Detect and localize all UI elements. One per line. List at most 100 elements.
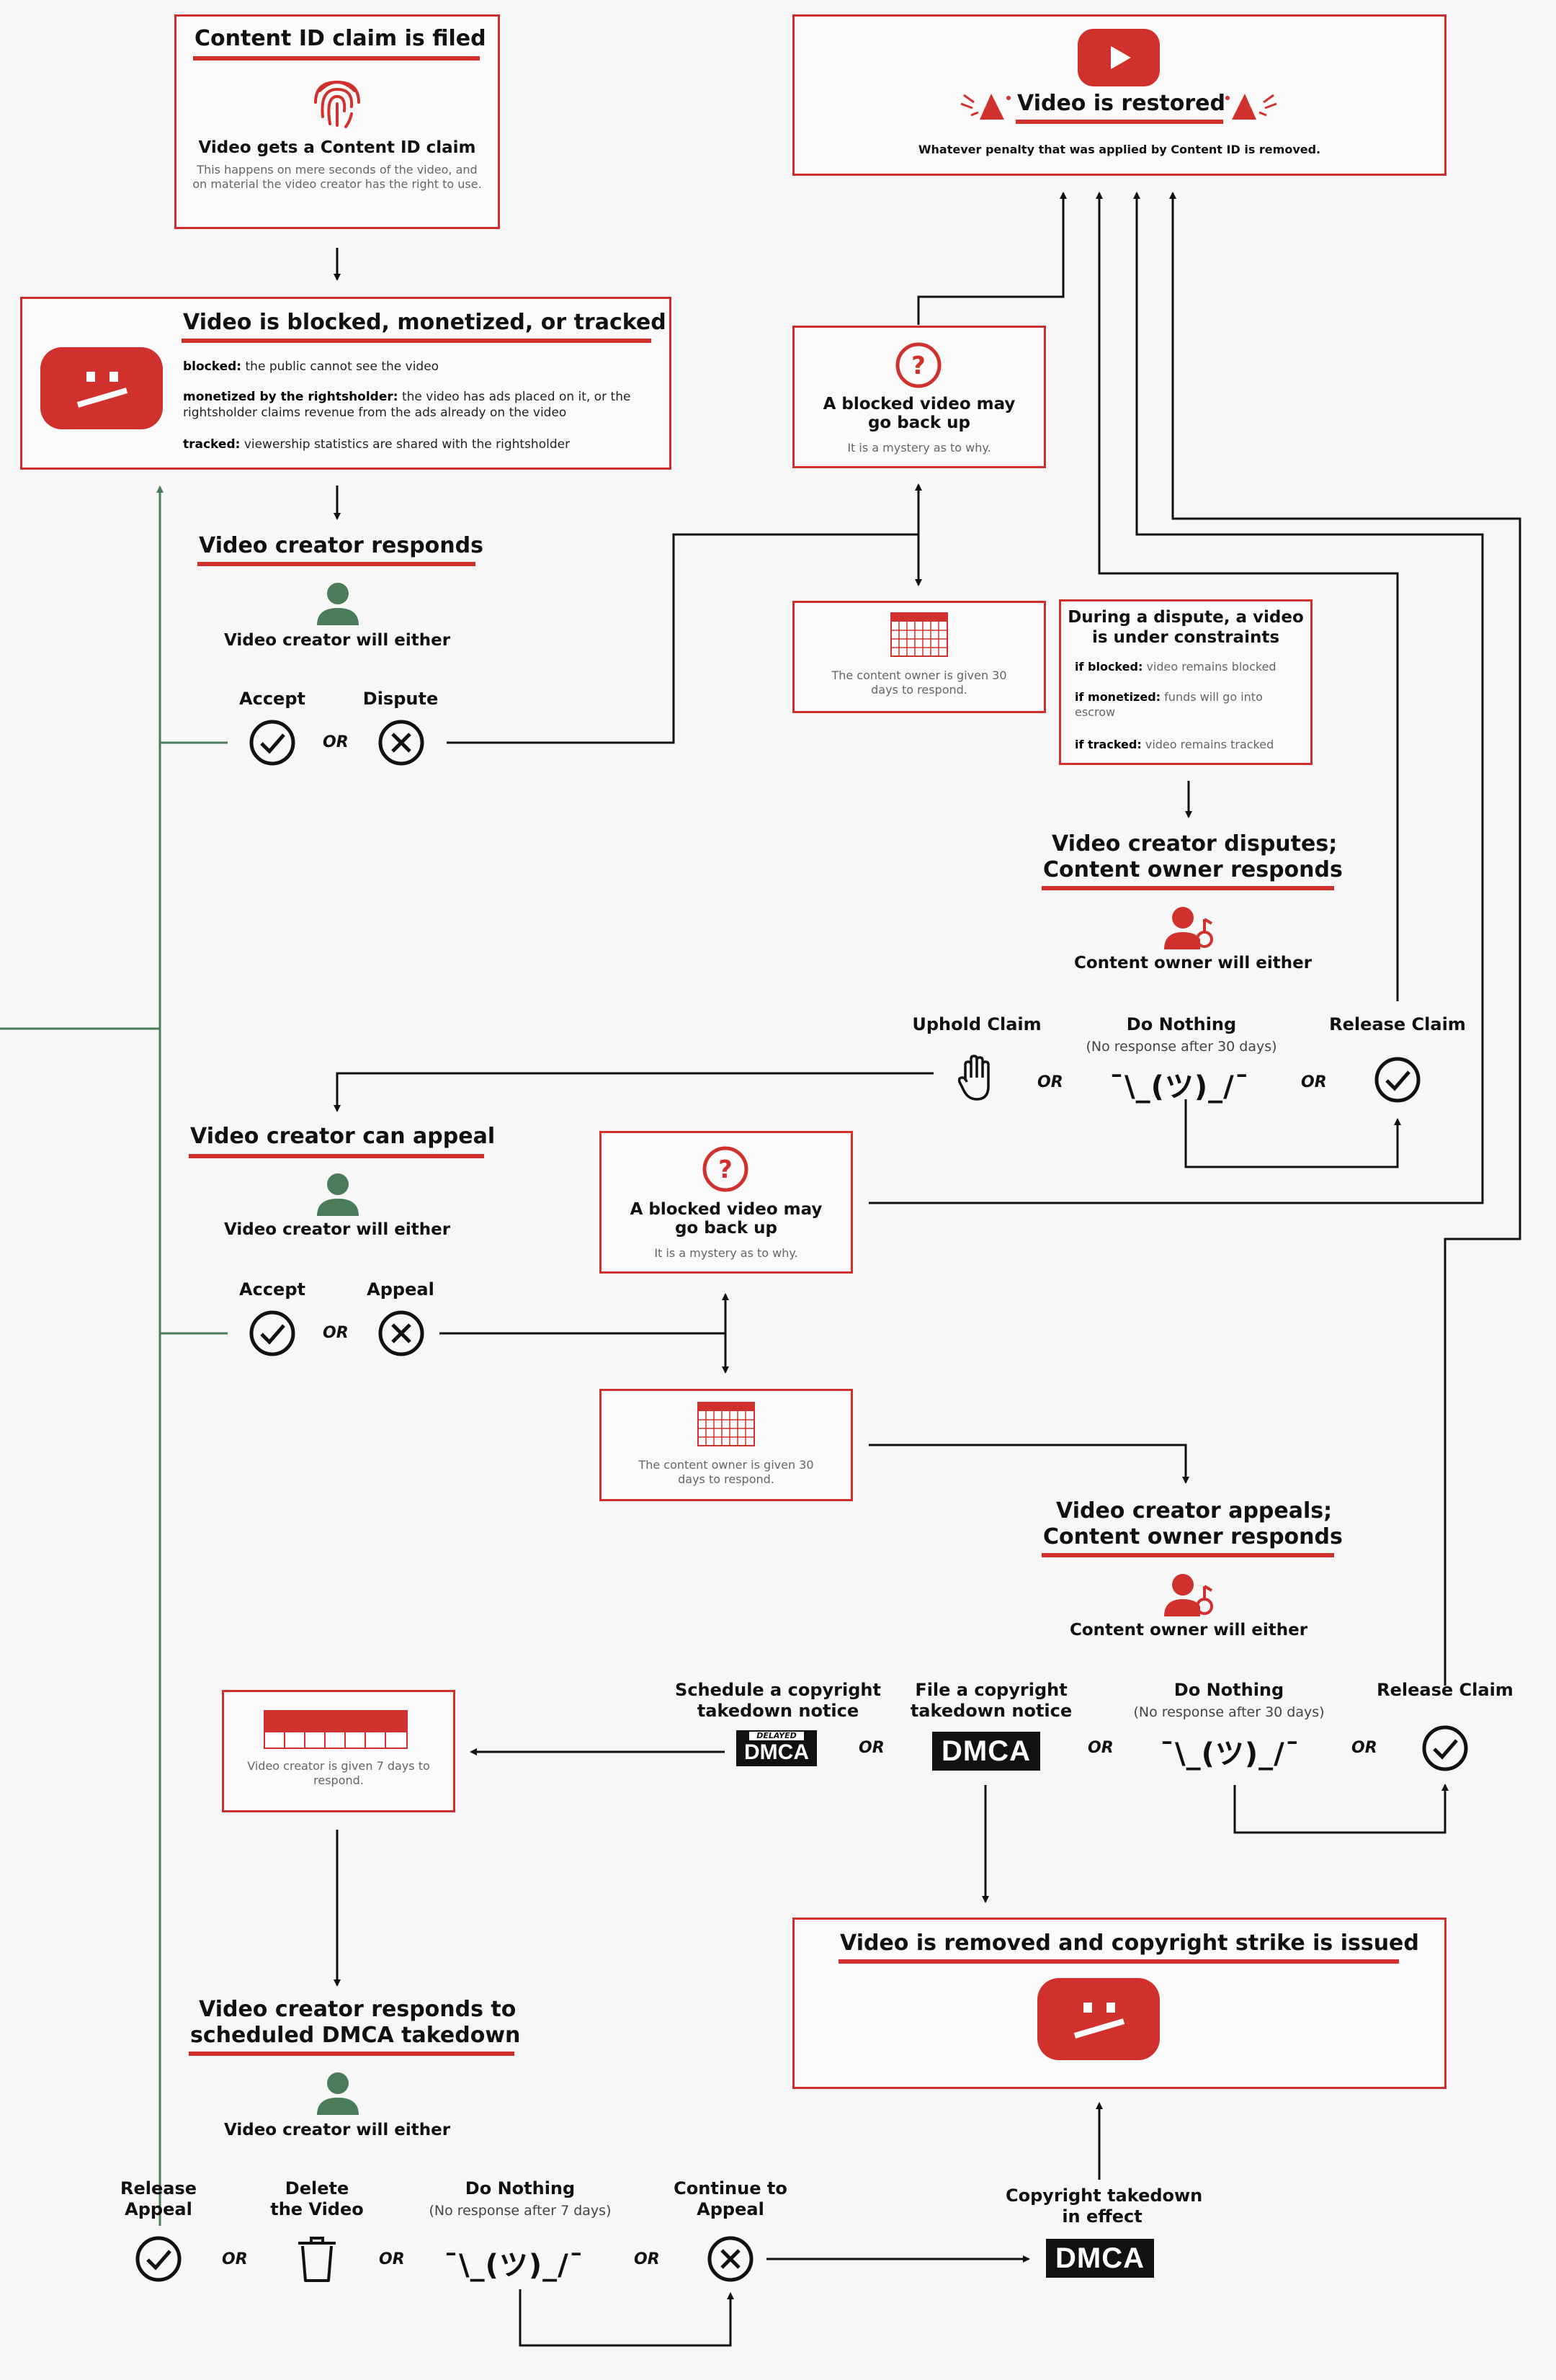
appeals-title-1: Video creator appeals; [1056,1498,1333,1524]
do-nothing-label-3: Do Nothing(No response after 7 days) [429,2178,612,2219]
or-label: OR [323,1324,349,1342]
dmca-takedown-badge: DMCA [1046,2239,1154,2278]
mystery-2-sub: It is a mystery as to why. [654,1246,798,1260]
or-label: OR [379,2250,405,2268]
blocked-title: Video is blocked, monetized, or tracked [183,310,666,335]
calendar-icon [697,1402,755,1446]
accept-label-2: Accept [239,1279,305,1299]
svg-text:?: ? [718,1155,733,1184]
or-label: OR [859,1739,885,1757]
mystery-box-1 [792,326,1046,468]
mystery-1-sub: It is a mystery as to why. [847,441,991,455]
calendar-box-3 [222,1690,455,1812]
shrug-icon[interactable]: ¯\_(ツ)_/¯ [1109,1070,1250,1104]
or-label: OR [1037,1073,1063,1091]
restored-title: Video is restored [1017,91,1225,116]
line-release2-to-restored [1169,192,1521,1686]
line-dispute-out [447,533,918,744]
line-release1-to-restored [1096,192,1399,1001]
claim-filed-heading: Video gets a Content ID claim [198,138,476,157]
claim-filed-body: This happens on mere seconds of the vide… [192,163,482,191]
dispute-x-icon[interactable] [377,719,425,766]
line-nothing2-to-release [1233,1784,1449,1834]
accept-check-icon-1[interactable] [249,719,296,766]
content-owner-icon [1164,907,1213,949]
constraints-title: During a dispute, a video is under const… [1068,608,1304,647]
question-mark-icon: ? [895,342,942,388]
mystery-box-2 [599,1131,853,1274]
constraints-line-3: if tracked: video remains tracked [1075,738,1274,751]
scheduled-title-1: Video creator responds to [199,1997,517,2022]
or-label: OR [1301,1073,1327,1091]
disputes-title-2: Content owner responds [1043,857,1343,882]
constraints-box [1059,599,1313,765]
content-owner-icon [1164,1574,1213,1616]
or-label: OR [1088,1739,1114,1757]
appeals-title-2: Content owner responds [1043,1524,1343,1549]
person-icon [317,583,359,625]
or-label: OR [323,733,349,751]
blocked-line-1: blocked: the public cannot see the video [183,359,439,374]
responds-either: Video creator will either [223,631,451,650]
scheduled-title-2: scheduled DMCA takedown [190,2023,521,2048]
restored-body: Whatever penalty that was applied by Con… [918,143,1321,156]
calendar-3-text: Video creator is given 7 days to respond… [247,1759,430,1787]
accept-label-1: Accept [239,689,305,709]
hand-stop-icon[interactable] [958,1055,996,1102]
or-label: OR [1351,1739,1377,1757]
release-appeal-check-icon[interactable] [135,2235,182,2283]
appeal-label: Appeal [367,1279,434,1299]
appeal-title: Video creator can appeal [190,1124,496,1149]
calendar-2-text: The content owner is given 30 days to re… [638,1458,814,1486]
appeals-either: Content owner will either [1069,1621,1308,1639]
continue-appeal-x-icon[interactable] [707,2235,754,2283]
question-mark-icon: ? [702,1146,748,1192]
shrug-icon[interactable]: ¯\_(ツ)_/¯ [444,2249,584,2282]
release-check-icon-2[interactable] [1421,1724,1469,1772]
dmca-label: DMCA [744,1740,809,1764]
confetti-left-icon [960,94,1011,120]
delayed-label: DELAYED [749,1732,804,1740]
do-nothing-label-1: Do Nothing(No response after 30 days) [1086,1014,1277,1055]
disputes-either: Content owner will either [1073,954,1313,972]
trash-icon[interactable] [297,2236,337,2282]
uphold-claim-label: Uphold Claim [912,1014,1042,1034]
person-icon [317,1173,359,1216]
constraints-line-1: if blocked: video remains blocked [1075,660,1276,674]
line-mystery1-to-restored [917,192,1067,325]
confetti-right-icon [1225,94,1277,120]
or-label: OR [634,2250,660,2268]
arrow-uphold-to-appeal [334,1072,934,1112]
scheduled-either: Video creator will either [223,2121,451,2139]
person-icon [317,2072,359,2115]
release-check-icon-1[interactable] [1374,1056,1421,1104]
disputes-title-1: Video creator disputes; [1052,831,1338,856]
removed-title: Video is removed and copyright strike is… [840,1931,1419,1956]
mystery-2-title: A blocked video may go back up [630,1200,823,1238]
delayed-dmca-badge[interactable]: DELAYED DMCA [736,1730,817,1766]
sad-youtube-icon [40,347,163,429]
appeal-x-icon[interactable] [377,1310,425,1357]
blocked-line-2: monetized by the rightsholder: the video… [183,390,631,421]
appeal-either: Video creator will either [223,1220,451,1239]
blocked-line-3: tracked: viewership statistics are share… [183,437,571,452]
calendar-1-text: The content owner is given 30 days to re… [831,668,1007,697]
line-nothing3-to-continue [519,2289,734,2347]
dmca-badge[interactable]: DMCA [932,1732,1040,1771]
do-nothing-label-2: Do Nothing(No response after 30 days) [1133,1680,1325,1720]
calendar-icon [890,612,948,657]
release-claim-label-2: Release Claim [1377,1680,1513,1700]
arrow-calendar2-to-appeals [869,1444,1189,1484]
accept-check-icon-2[interactable] [249,1310,296,1357]
constraints-line-2: if monetized: funds will go into escrow [1075,690,1263,719]
fingerprint-icon [314,80,360,128]
shrug-icon[interactable]: ¯\_(ツ)_/¯ [1160,1737,1300,1771]
youtube-play-icon [1078,29,1160,86]
line-nothing1-to-release [1184,1099,1401,1168]
